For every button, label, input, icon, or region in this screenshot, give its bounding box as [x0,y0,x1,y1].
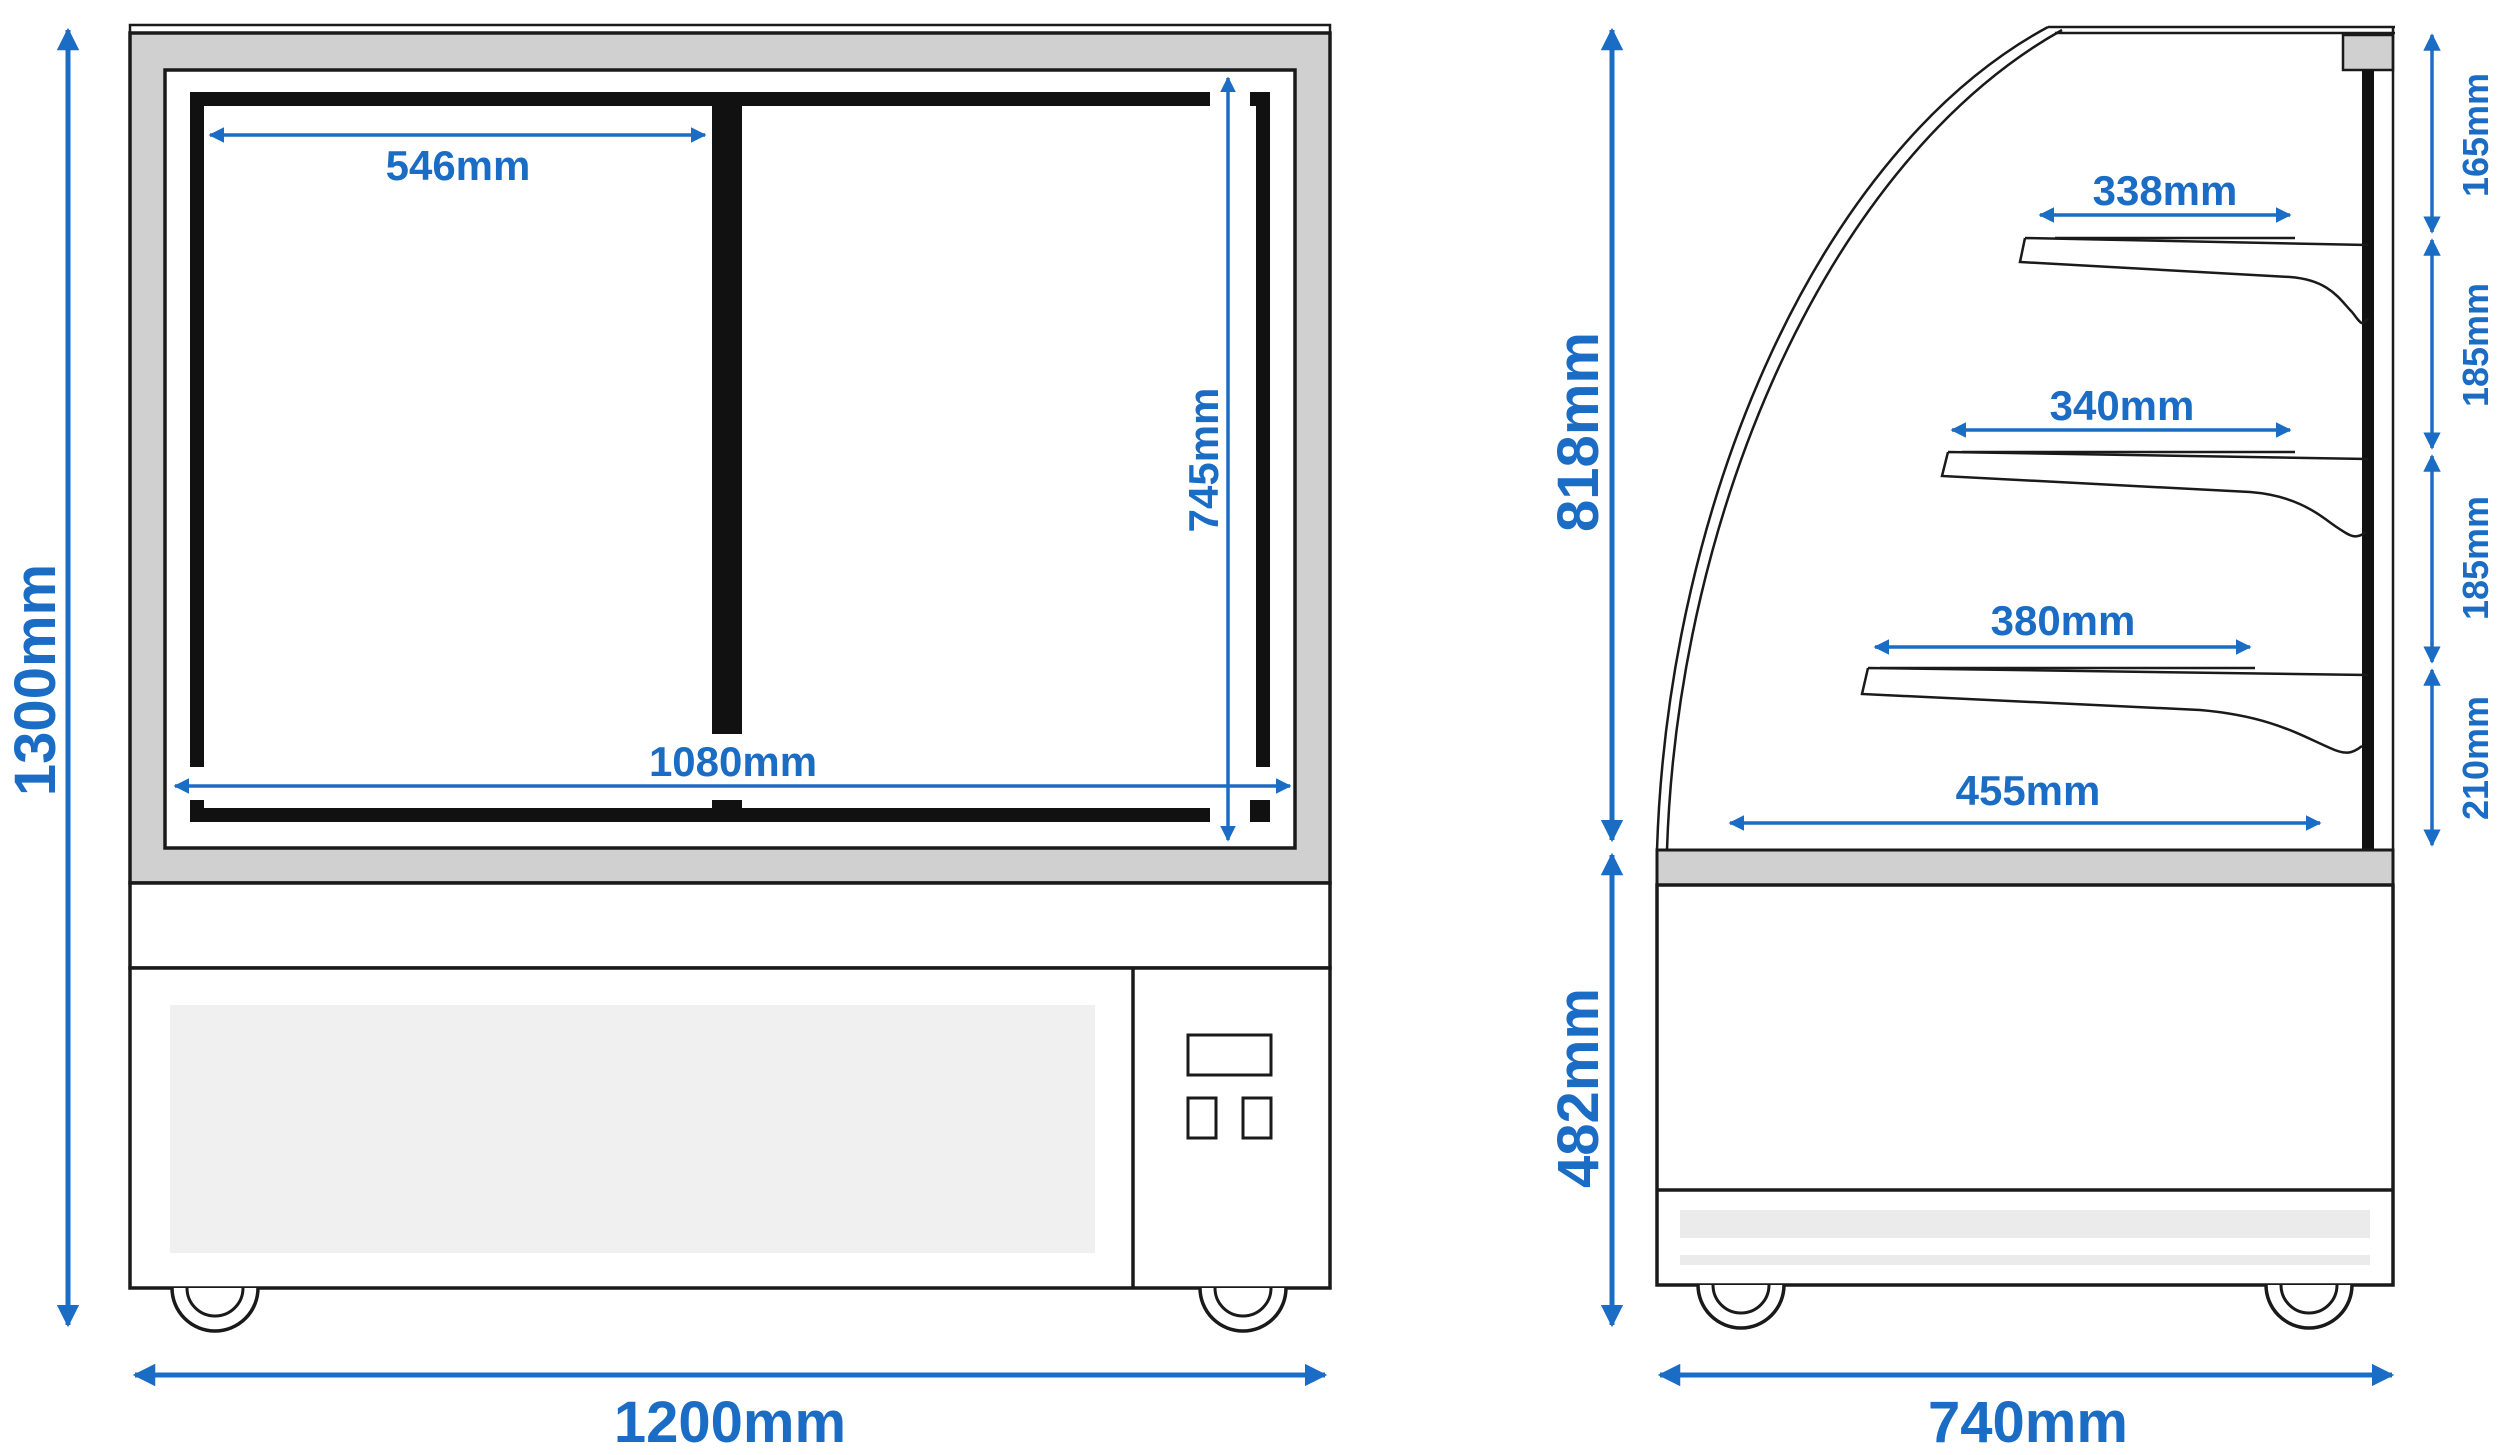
dim-door-width: 546mm [386,142,531,189]
dim-upper-height: 818mm [1546,332,1611,532]
control-button-left [1186,1096,1218,1140]
dim-gap-bottom: 210mm [2455,696,2496,820]
control-display [1186,1033,1273,1077]
front-base-panel [170,1005,1095,1253]
front-band [128,881,1332,970]
control-button-right [1241,1096,1273,1140]
shelf-bottom [1860,666,2369,754]
front-wheel-right [1198,1287,1288,1333]
dim-gap-top: 165mm [2455,73,2496,197]
dim-gap-lower: 185mm [2455,496,2496,620]
door-rail-bottom [190,808,1210,822]
front-wheel-left [170,1287,260,1333]
dim-shelf-middle: 340mm [2050,382,2195,429]
door-rail-bottom-mid [712,800,742,814]
side-wheel-right [2264,1284,2354,1330]
side-glass-curve-outer [1655,25,2049,851]
dim-inner-width: 1080mm [649,738,817,785]
dim-inner-height: 745mm [1180,388,1227,533]
dim-lower-height: 482mm [1546,988,1611,1188]
dim-depth: 740mm [1928,1390,2128,1455]
door-rail-bottom-right [1250,800,1270,822]
side-back-wall [2362,70,2374,850]
door-rail-bottom-left [190,800,204,822]
dim-shelf-bottom: 380mm [1991,597,2136,644]
front-view: 1300mm 546mm 745mm 1080mm 1200mm [3,23,1332,1455]
dim-gap-upper: 185mm [2455,283,2496,407]
door-rail-right [1256,92,1270,767]
side-counter [1655,848,2395,887]
side-view: 818mm 482mm 740mm 338mm 340mm 380mm 455m… [1546,25,2496,1455]
door-rail-left [190,92,204,767]
door-rail-middle [712,106,742,734]
side-grille-2 [1680,1255,2370,1265]
dim-overall-width: 1200mm [614,1390,846,1455]
side-grille-1 [1680,1210,2370,1238]
side-wheel-left [1696,1284,1786,1330]
shelf-top [2018,236,2370,325]
side-back-cap [2341,33,2395,72]
shelf-middle [1940,450,2369,538]
dim-overall-height: 1300mm [3,564,68,796]
dim-base-depth: 455mm [1956,767,2101,814]
door-rail-top [190,92,1210,106]
side-glass-curve-inner [1665,28,2063,851]
dim-shelf-top: 338mm [2093,167,2238,214]
